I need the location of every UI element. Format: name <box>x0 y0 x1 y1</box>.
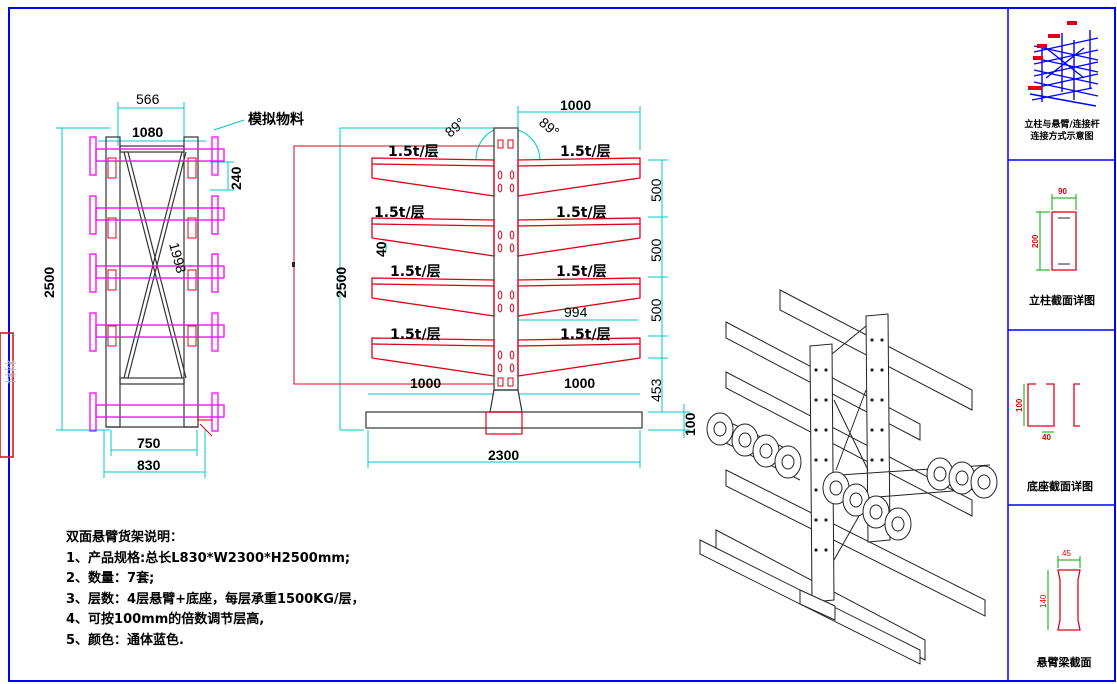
dim-arm-pitch: 40 <box>373 241 389 257</box>
side-tab-text: 材料 <box>3 360 17 384</box>
note-item-5: 5、颜色：通体蓝色. <box>66 632 184 648</box>
base-section-title: 底座截面详图 <box>1027 479 1093 493</box>
column-section-title: 立柱截面详图 <box>1029 293 1095 307</box>
arm-height: 140 <box>1039 594 1048 608</box>
load-label-2: 1.5t/层 <box>560 144 611 160</box>
base-section: 100 40 底座截面详图 <box>1015 383 1093 493</box>
side-view: 566 1080 2500 240 1998 750 830 模拟物料 <box>41 91 304 478</box>
isometric-view <box>699 289 998 665</box>
spec-notes: 双面悬臂货架说明： 1、产品规格:总长L830*W2300*H2500mm; 2… <box>66 528 365 652</box>
load-label-3: 1.5t/层 <box>374 205 425 221</box>
connection-title-2: 连接方式示意图 <box>1030 130 1093 142</box>
dim-angle-left: 89° <box>442 114 469 140</box>
arm-section: 45 140 悬臂梁截面 <box>1036 549 1092 669</box>
base-width: 40 <box>1042 433 1051 442</box>
arm-width: 45 <box>1062 549 1071 558</box>
front-view: 1.5t/层 1.5t/层 1.5t/层 1.5t/层 1.5t/层 1.5t/… <box>292 97 698 468</box>
dim-level-spacing-1: 500 <box>648 178 664 202</box>
side-tab <box>0 332 14 458</box>
dim-total-length: 2300 <box>488 447 519 463</box>
material-label: 模拟物料 <box>248 111 304 128</box>
arm-section-title: 悬臂梁截面 <box>1036 655 1092 669</box>
dim-level-spacing-3: 500 <box>648 298 664 322</box>
dim-angle-right: 89° <box>536 114 563 140</box>
connection-sketch: 立柱与悬臂/连接杆 连接方式示意图 <box>1024 21 1100 142</box>
load-label-5: 1.5t/层 <box>390 264 441 280</box>
note-item-4: 4、可按100mm的倍数调节层高, <box>66 612 265 628</box>
dim-inner-width: 750 <box>137 435 161 451</box>
connection-title-1: 立柱与悬臂/连接杆 <box>1024 118 1099 130</box>
drawing-frame <box>8 7 1116 682</box>
dim-left-arm-length: 1000 <box>410 375 441 391</box>
dim-arm-length-top: 1000 <box>560 97 591 113</box>
column-width: 90 <box>1058 187 1067 196</box>
base-height: 100 <box>1015 398 1024 412</box>
dim-right-arm-length: 1000 <box>564 375 595 391</box>
dim-top-width: 566 <box>136 91 160 107</box>
load-label-7: 1.5t/层 <box>390 327 441 343</box>
note-item-2: 2、数量：7套; <box>66 571 155 587</box>
load-label-6: 1.5t/层 <box>556 264 607 280</box>
dim-bottom-height: 453 <box>648 378 664 402</box>
dim-base-height: 100 <box>682 412 698 436</box>
dim-brace-length: 1998 <box>166 241 190 275</box>
notes-title: 双面悬臂货架说明： <box>66 530 184 545</box>
load-label-1: 1.5t/层 <box>388 144 439 160</box>
load-label-4: 1.5t/层 <box>556 205 607 221</box>
dim-arm-spacing: 240 <box>228 166 244 190</box>
column-section: 90 200 立柱截面详图 <box>1029 187 1095 307</box>
dim-arm-length-inner: 994 <box>564 304 588 320</box>
dim-side-height: 2500 <box>41 267 57 298</box>
note-item-3: 3、层数：4层悬臂+底座，每层承重1500KG/层， <box>66 591 365 607</box>
dim-outer-width: 830 <box>137 457 161 473</box>
column-height: 200 <box>1031 234 1040 248</box>
note-item-1: 1、产品规格:总长L830*W2300*H2500mm; <box>66 550 351 566</box>
load-label-8: 1.5t/层 <box>560 327 611 343</box>
dim-level-spacing-2: 500 <box>648 238 664 262</box>
dim-front-height: 2500 <box>333 267 349 298</box>
dim-base-width: 1080 <box>132 124 163 140</box>
